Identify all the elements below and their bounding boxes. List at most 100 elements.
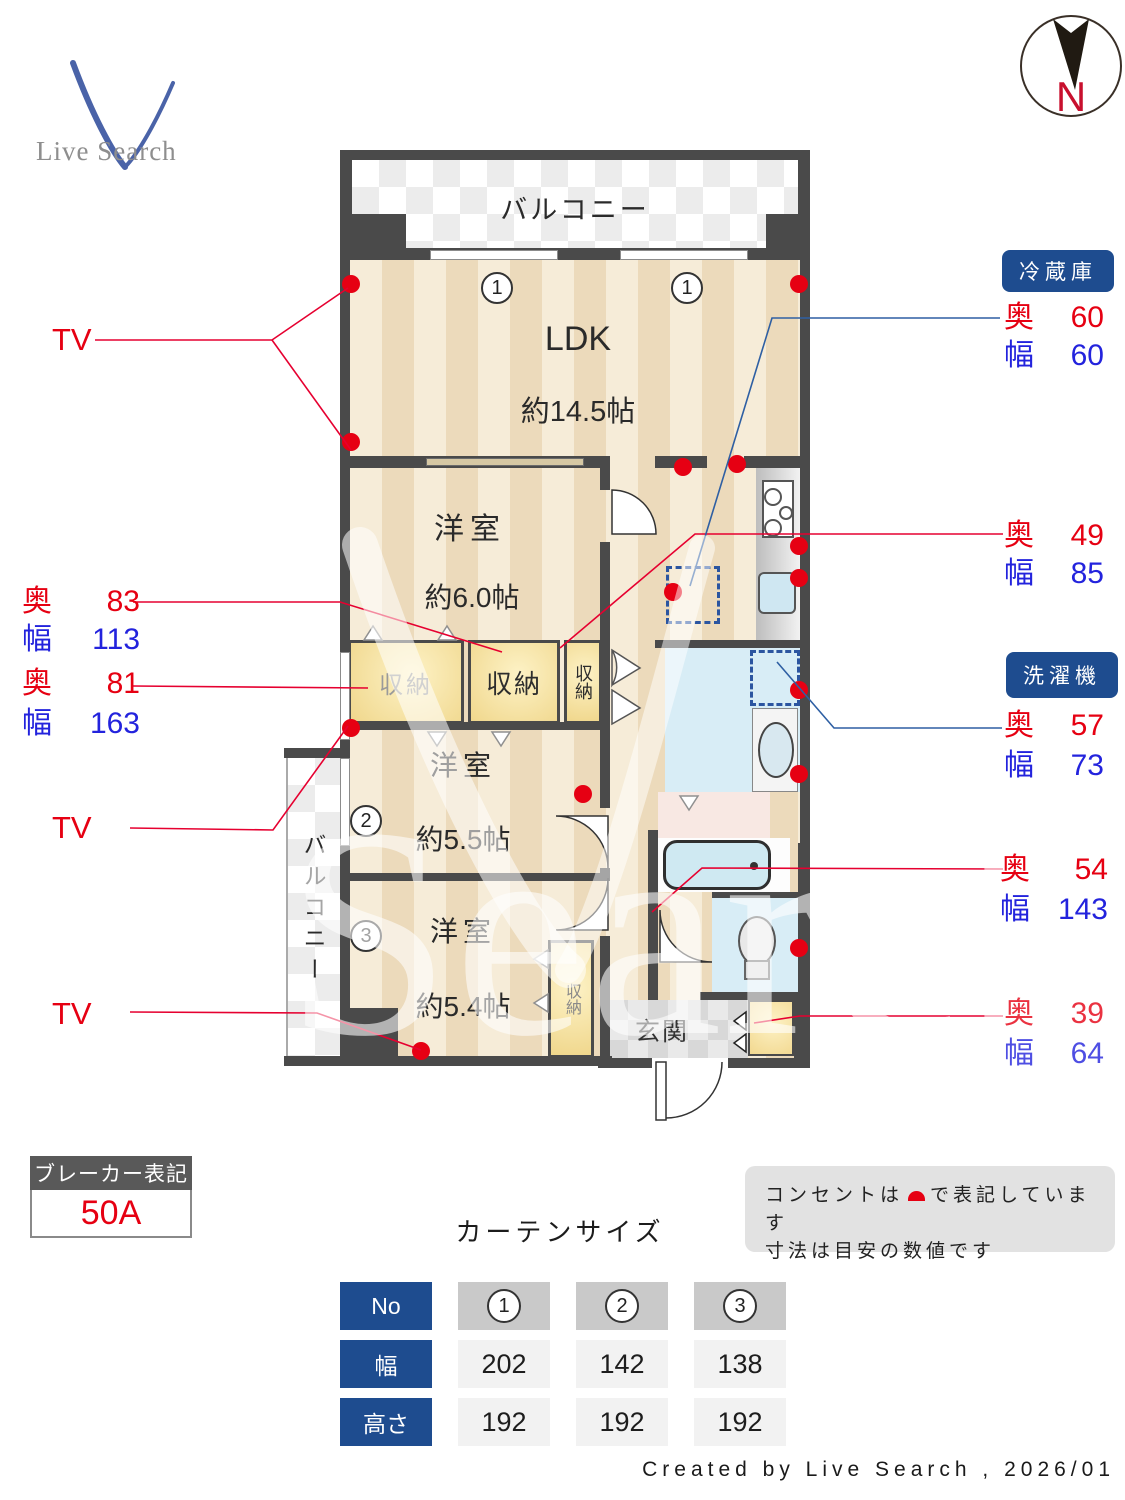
wall [598, 1058, 810, 1068]
circled-number: 1 [487, 1289, 521, 1323]
refrigerator-badge: 冷蔵庫 [1002, 250, 1114, 292]
tv-label-2: TV [52, 810, 92, 845]
footer-credit: Created by Live Search , 2026/01 [642, 1458, 1115, 1481]
table-header-no: No [340, 1282, 432, 1330]
closet-label: 収納 [563, 983, 580, 1015]
wall [340, 1056, 612, 1066]
balcony-top-floor [352, 160, 798, 250]
tv-label-1: TV [52, 322, 92, 357]
washing-machine-badge: 洗濯機 [1006, 652, 1118, 698]
washing-machine-space [750, 650, 800, 706]
table-width-3: 138 [694, 1340, 786, 1388]
window [340, 652, 350, 740]
balcony-left-label: バルコニー [300, 832, 326, 988]
notes-box: コンセントはで表記しています 寸法は目安の数値です [745, 1166, 1115, 1262]
room3-label: 洋室 [429, 916, 496, 947]
table-col-1: 1 [458, 1282, 550, 1330]
breaker-title: ブレーカー表記 [30, 1156, 192, 1190]
table-height-1: 192 [458, 1398, 550, 1446]
window [430, 250, 558, 260]
balcony-top-label: バルコニー [500, 195, 650, 225]
refrigerator-space [666, 566, 720, 624]
wall [600, 456, 610, 490]
room2-size-label: 約5.5帖 [415, 824, 511, 855]
shoe-cabinet [748, 1000, 794, 1056]
window-tag-3: 3 [350, 920, 382, 952]
note-line-2: 寸法は目安の数値です [765, 1241, 996, 1262]
compass-north-icon: N [1020, 15, 1122, 120]
table-col-3: 3 [694, 1282, 786, 1330]
closet-label: 収納 [485, 668, 542, 699]
window [620, 250, 748, 260]
room1-size-label: 約6.0帖 [424, 582, 520, 613]
wall [798, 843, 810, 1000]
wall [700, 992, 810, 1000]
table-header-height: 高さ [340, 1398, 432, 1446]
tv-label-3: TV [52, 996, 92, 1031]
bathtub-drain-icon [750, 862, 758, 870]
wall [340, 873, 610, 881]
wall [284, 748, 342, 758]
wall [794, 992, 810, 1068]
ldk-label: LDK [544, 320, 612, 358]
stove-icon [762, 480, 794, 538]
ldk-size-label: 約14.5帖 [520, 396, 636, 428]
svg-text:N: N [1056, 73, 1086, 120]
outlet-symbol-icon [908, 1191, 926, 1201]
wall [655, 640, 810, 648]
closet-label: 収納 [573, 664, 593, 700]
table-height-2: 192 [576, 1398, 668, 1446]
wall [800, 258, 810, 843]
room2-label: 洋室 [429, 750, 496, 781]
wall [648, 830, 658, 1000]
circled-number: 2 [605, 1289, 639, 1323]
wall [655, 456, 707, 468]
wall [284, 1056, 342, 1066]
powder-room-floor [658, 792, 770, 838]
live-search-logo-checkmark-icon [70, 60, 175, 170]
room3-size-label: 約5.4帖 [415, 991, 511, 1022]
note-line-1: コンセントはで表記しています [765, 1185, 1091, 1234]
table-width-2: 142 [576, 1340, 668, 1388]
closet-1: 収納 [348, 640, 464, 724]
circled-number: 3 [723, 1289, 757, 1323]
table-col-2: 2 [576, 1282, 668, 1330]
window-tag-1: 1 [481, 272, 513, 304]
table-header-width: 幅 [340, 1340, 432, 1388]
curtain-table-title: カーテンサイズ [455, 1217, 665, 1247]
table-height-3: 192 [694, 1398, 786, 1446]
closet-label: 収納 [379, 671, 433, 699]
toilet-tank-icon [744, 960, 770, 980]
wall [744, 456, 810, 468]
window [426, 458, 584, 466]
table-width-1: 202 [458, 1340, 550, 1388]
wall [600, 936, 610, 1060]
closet-3: 収納 [564, 640, 602, 724]
washbasin-icon [758, 722, 794, 778]
wall [712, 892, 798, 898]
wall [340, 150, 810, 160]
toilet-bowl-icon [738, 916, 776, 966]
genkan-label: 玄関 [634, 1018, 689, 1046]
kitchen-sink-icon [758, 572, 796, 614]
window [340, 758, 350, 846]
curtain-size-table: No 1 2 3 幅 202 142 138 高さ 192 192 192 [340, 1282, 786, 1446]
logo-text: Live Search [36, 136, 177, 166]
genkan-floor [608, 1000, 748, 1058]
closet-2: 収納 [468, 640, 560, 724]
window-tag-1b: 1 [671, 272, 703, 304]
